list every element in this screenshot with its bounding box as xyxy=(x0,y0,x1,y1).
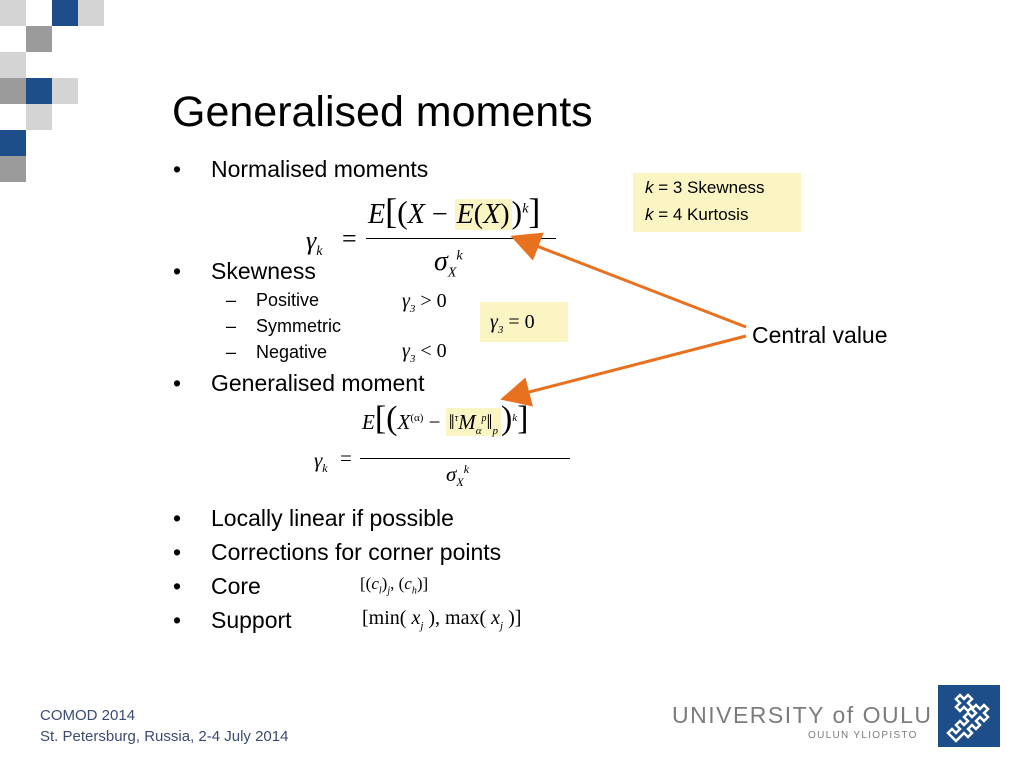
k4-kurtosis-line: k = 4 Kurtosis xyxy=(645,205,749,224)
support-formula: [min( xj ), max( xj )] xyxy=(362,607,522,632)
skew-negative: –Negative xyxy=(226,342,328,362)
core-formula: [(cl)j, (ch)] xyxy=(360,574,429,597)
university-name: UNIVERSITY of OULU xyxy=(672,702,933,728)
slide-title: Generalised moments xyxy=(172,88,593,136)
k3-skewness-line: k = 3 Skewness xyxy=(645,178,765,197)
bullet-support: •Support xyxy=(173,607,292,633)
gamma3-negative: γ3 < 0 xyxy=(402,340,447,365)
bullet-corrections: •Corrections for corner points xyxy=(173,539,502,565)
footer-location: St. Petersburg, Russia, 2-4 July 2014 xyxy=(40,728,289,745)
gamma3-symmetric: γ3 = 0 xyxy=(490,311,535,336)
arrow-to-norm xyxy=(500,334,747,407)
bullet-generalised-moment: •Generalised moment xyxy=(173,370,425,396)
skew-symmetric: –Symmetric xyxy=(226,316,341,336)
footer-event: COMOD 2014 xyxy=(40,707,136,724)
skew-positive: –Positive xyxy=(226,290,320,310)
gamma3-positive: γ3 > 0 xyxy=(402,290,447,315)
bullet-core: •Core xyxy=(173,573,261,599)
bullet-skewness: •Skewness xyxy=(173,258,316,284)
arrow-to-expectation xyxy=(510,232,747,329)
bullet-locally-linear: •Locally linear if possible xyxy=(173,505,454,531)
university-logo-icon xyxy=(938,685,1000,747)
central-gamma-box xyxy=(480,302,568,342)
bullet-normalised-moments: •Normalised moments xyxy=(173,156,429,182)
k-definition-box: k = 3 Skewness k = 4 Kurtosis xyxy=(633,173,801,232)
university-name-fi: OULUN YLIOPISTO xyxy=(808,730,918,741)
central-value-label: Central value xyxy=(752,322,888,348)
